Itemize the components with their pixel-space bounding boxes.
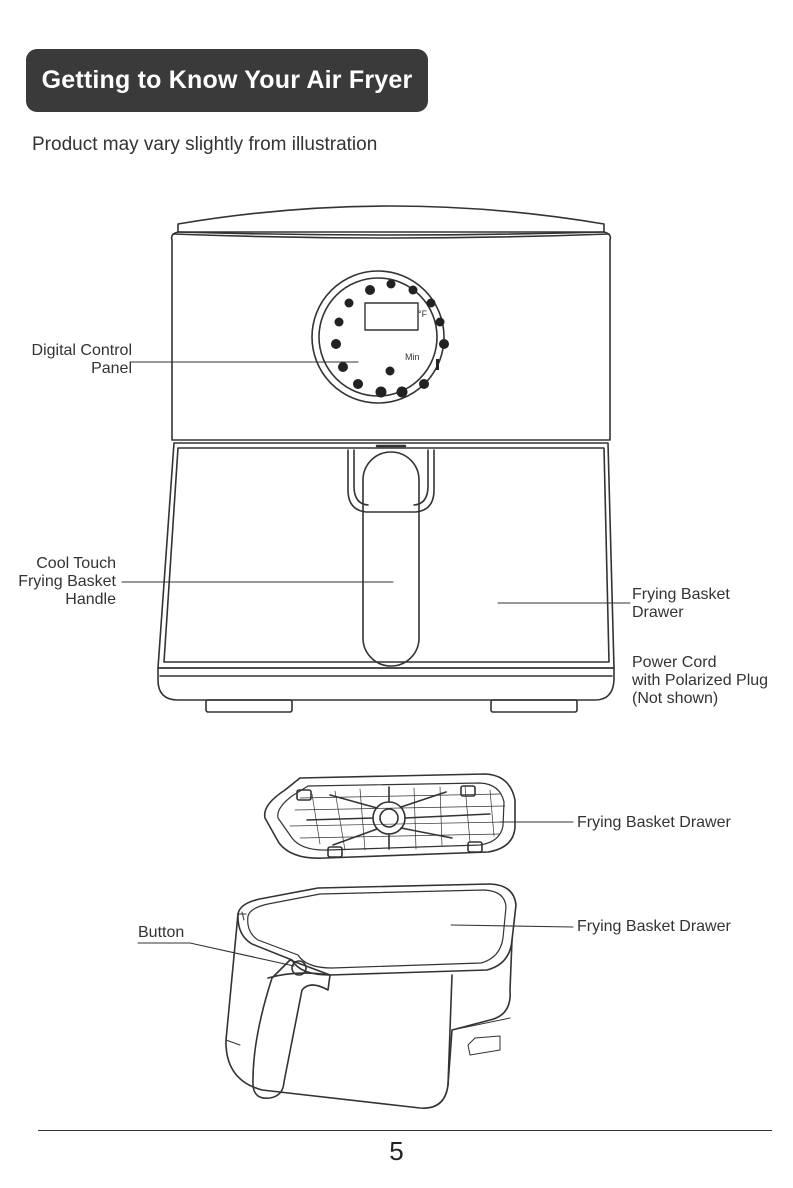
icon-temp-plus xyxy=(439,339,449,349)
label-basket: Frying Basket Drawer xyxy=(577,918,731,936)
label-line: Digital Control xyxy=(32,342,132,360)
fryer-body xyxy=(172,232,611,440)
leader-button xyxy=(138,943,294,966)
label-digital-control-panel: Digital Control Panel xyxy=(32,342,132,378)
icon-pizza xyxy=(427,299,436,308)
icon-minus-right xyxy=(419,379,429,389)
label-tray: Frying Basket Drawer xyxy=(577,814,731,832)
basket-handle xyxy=(253,960,330,1098)
icon-minus-left xyxy=(353,379,363,389)
label-line: Power Cord xyxy=(632,654,768,672)
page-number: 5 xyxy=(0,1136,793,1167)
icon-fries xyxy=(365,285,375,295)
icon-fish xyxy=(345,299,354,308)
label-cool-touch-handle: Cool Touch Frying Basket Handle xyxy=(18,555,116,609)
icon-drumstick xyxy=(409,286,418,295)
label-frying-basket-drawer: Frying Basket Drawer xyxy=(632,586,730,622)
label-line: Handle xyxy=(18,591,116,609)
fryer-lid xyxy=(178,206,604,235)
label-line: Frying Basket xyxy=(18,573,116,591)
foot-left xyxy=(206,700,292,712)
icon-thermometer xyxy=(436,359,439,370)
icon-cake xyxy=(387,280,396,289)
label-line: Panel xyxy=(32,360,132,378)
label-line: Frying Basket xyxy=(632,586,730,604)
display-screen xyxy=(365,303,418,330)
label-power-cord: Power Cord with Polarized Plug (Not show… xyxy=(632,654,768,708)
control-dial-inner xyxy=(319,278,437,396)
crisper-tray xyxy=(265,774,515,858)
label-line: with Polarized Plug xyxy=(632,672,768,690)
icon-fan xyxy=(386,367,395,376)
fryer-drawer xyxy=(158,443,614,668)
leader-lines xyxy=(122,362,630,966)
label-line: (Not shown) xyxy=(632,690,768,708)
foot-right xyxy=(491,700,577,712)
label-line: Cool Touch xyxy=(18,555,116,573)
drawer-handle xyxy=(363,452,419,666)
unit-indicator: °F xyxy=(418,309,427,319)
label-line: Drawer xyxy=(632,604,730,622)
icon-timer xyxy=(338,362,348,372)
footer-divider xyxy=(38,1130,772,1131)
leader-basket xyxy=(451,925,573,927)
icon-steak xyxy=(335,318,344,327)
icon-temp-up xyxy=(331,339,341,349)
icon-shrimp xyxy=(436,318,445,327)
fryer-base xyxy=(158,668,614,700)
fryer-basket xyxy=(226,884,516,1108)
label-button: Button xyxy=(138,924,184,942)
icon-power xyxy=(376,387,387,398)
minutes-indicator: Min xyxy=(405,352,420,362)
icon-start xyxy=(397,387,408,398)
